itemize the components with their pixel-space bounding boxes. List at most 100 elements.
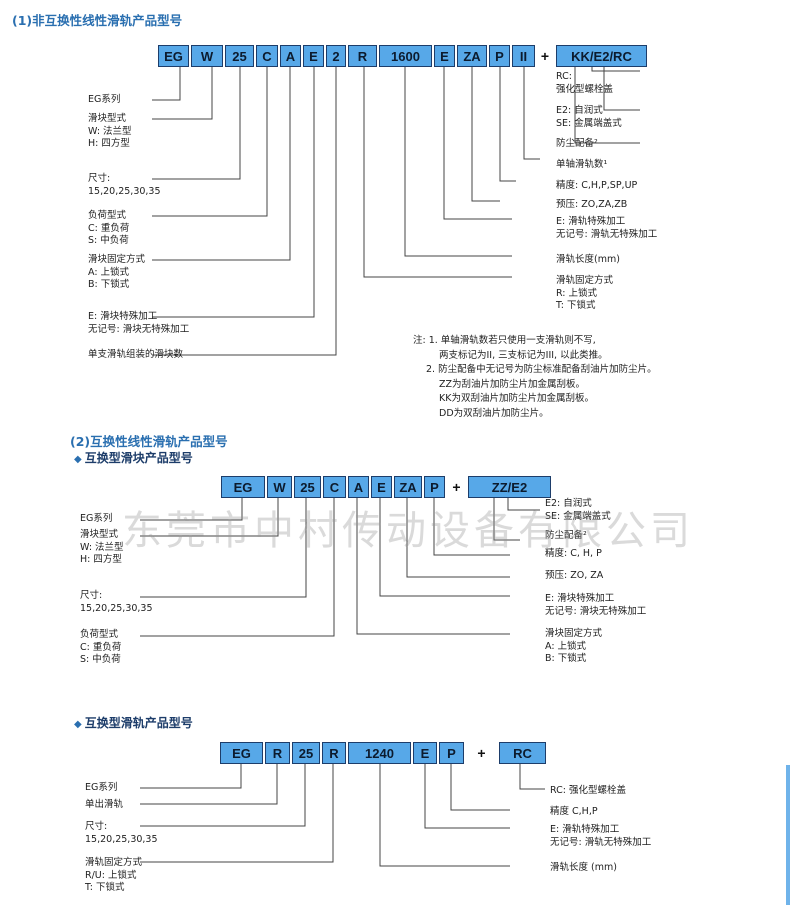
code-segment: C [256, 45, 278, 67]
plus-sign: + [477, 745, 486, 761]
left-label-group: 单出滑轨 [85, 799, 123, 812]
left-label-line: 负荷型式 [80, 629, 119, 640]
code-segment: 25 [292, 742, 320, 764]
right-label-group: RC:强化型螺栓盖 [556, 71, 613, 96]
left-label-line: 单出滑轨 [85, 799, 124, 810]
left-label-line: 单支滑轨组装的滑块数 [88, 349, 184, 360]
right-label-line: 无记号: 滑块无特殊加工 [545, 605, 647, 617]
left-label-group: 尺寸:15,20,25,30,35 [85, 821, 158, 846]
left-label-group: EG系列 [85, 782, 117, 795]
connector-line [152, 67, 241, 180]
right-label-group: 精度: C, H, P [545, 548, 602, 561]
right-label-group: 滑轨长度 (mm) [550, 862, 617, 875]
left-label-group: 尺寸:15,20,25,30,35 [88, 173, 161, 198]
right-label-group: 预压: ZO,ZA,ZB [556, 199, 627, 212]
right-label-line: 精度: C,H,P,SP,UP [556, 180, 638, 191]
right-label-line: 滑轨长度(mm) [556, 254, 620, 265]
right-label-line: RC: [556, 71, 572, 82]
left-label-group: 尺寸:15,20,25,30,35 [80, 590, 153, 615]
connector-line [140, 764, 306, 827]
code-segment: KK/E2/RC [556, 45, 647, 67]
connector-line [523, 67, 540, 160]
right-label-line: A: 上锁式 [545, 640, 587, 652]
left-label-line: 滑块型式 [80, 529, 119, 540]
left-label-line: S: 中负荷 [80, 654, 121, 665]
code-segment: E [371, 476, 392, 498]
diamond-icon: ◆ [74, 454, 82, 465]
code-segment: EG [221, 476, 265, 498]
right-label-line: SE: 金属端盖式 [545, 510, 611, 522]
left-label-line: C: 重负荷 [88, 222, 130, 234]
code-segment: ZA [394, 476, 422, 498]
right-label-group: RC: 强化型螺栓盖 [550, 785, 626, 798]
code-segment: EG [158, 45, 189, 67]
note-line: ZZ为刮油片加防尘片加金属刮板。 [439, 378, 586, 390]
right-label-line: 防尘配备² [556, 138, 598, 149]
connector-line [379, 764, 510, 867]
right-label-group: 预压: ZO, ZA [545, 570, 603, 583]
right-label-line: 强化型螺栓盖 [556, 83, 614, 95]
code-segment: A [348, 476, 369, 498]
right-label-line: E: 滑轨特殊加工 [556, 216, 626, 227]
left-label-line: 滑轨固定方式 [85, 857, 143, 868]
code-segment: EG [220, 742, 263, 764]
right-label-line: 精度: C, H, P [545, 548, 602, 559]
left-label-line: B: 下锁式 [88, 279, 130, 290]
left-label-line: 无记号: 滑块无特殊加工 [88, 323, 190, 335]
left-label-line: R/U: 上锁式 [85, 869, 137, 881]
right-label-line: 滑轨长度 (mm) [550, 862, 617, 873]
code-segment: C [323, 476, 346, 498]
code-segment: P [439, 742, 464, 764]
right-label-group: 精度: C,H,P,SP,UP [556, 180, 637, 193]
section1-title: (1)非互换性线性滑轨产品型号 [12, 13, 183, 28]
section3-subtitle: ◆互换型滑轨产品型号 [74, 714, 193, 731]
left-label-line: W: 法兰型 [80, 541, 124, 553]
section3-subtitle-text: 互换型滑轨产品型号 [84, 716, 193, 730]
code-segment: W [267, 476, 292, 498]
connector-line [152, 67, 291, 261]
right-label-line: T: 下锁式 [556, 300, 596, 311]
code-segment: E [303, 45, 324, 67]
right-label-line: E: 滑块特殊加工 [545, 593, 615, 604]
right-label-line: 无记号: 滑轨无特殊加工 [556, 228, 658, 240]
note-line: 2. 防尘配备中无记号为防尘标准配备刮油片加防尘片。 [426, 364, 657, 375]
note-line: KK为双刮油片加防尘片加金属刮板。 [439, 393, 594, 404]
connector-line [471, 67, 500, 202]
left-label-line: 尺寸: [85, 821, 108, 832]
connector-line [450, 764, 510, 811]
connector-line [140, 764, 334, 863]
code-segment: R [265, 742, 290, 764]
right-label-line: 滑块固定方式 [545, 628, 603, 639]
code-segment: P [424, 476, 445, 498]
code-segment: ZZ/E2 [468, 476, 551, 498]
right-label-line: 单轴滑轨数¹ [556, 159, 608, 170]
connector-line [443, 67, 512, 220]
code-segment: 25 [294, 476, 321, 498]
connector-line [404, 67, 512, 257]
right-label-line: E2: 自润式 [556, 105, 603, 116]
connector-line [499, 67, 516, 182]
left-label-group: EG系列 [80, 513, 112, 526]
left-label-line: 尺寸: [88, 173, 111, 184]
connector-line [140, 764, 242, 789]
code-segment: P [489, 45, 510, 67]
code-segment: RC [499, 742, 546, 764]
right-label-line: 滑轨固定方式 [556, 275, 614, 286]
plus-sign: + [452, 479, 461, 495]
note-line: DD为双刮油片加防尘片。 [439, 407, 549, 419]
connector-line [152, 67, 181, 101]
code-segment: 2 [326, 45, 346, 67]
right-label-line: 预压: ZO,ZA,ZB [556, 199, 628, 210]
right-label-line: R: 上锁式 [556, 287, 598, 299]
left-label-line: 15,20,25,30,35 [80, 602, 153, 614]
code-segment: E [413, 742, 437, 764]
left-label-line: A: 上锁式 [88, 266, 130, 278]
